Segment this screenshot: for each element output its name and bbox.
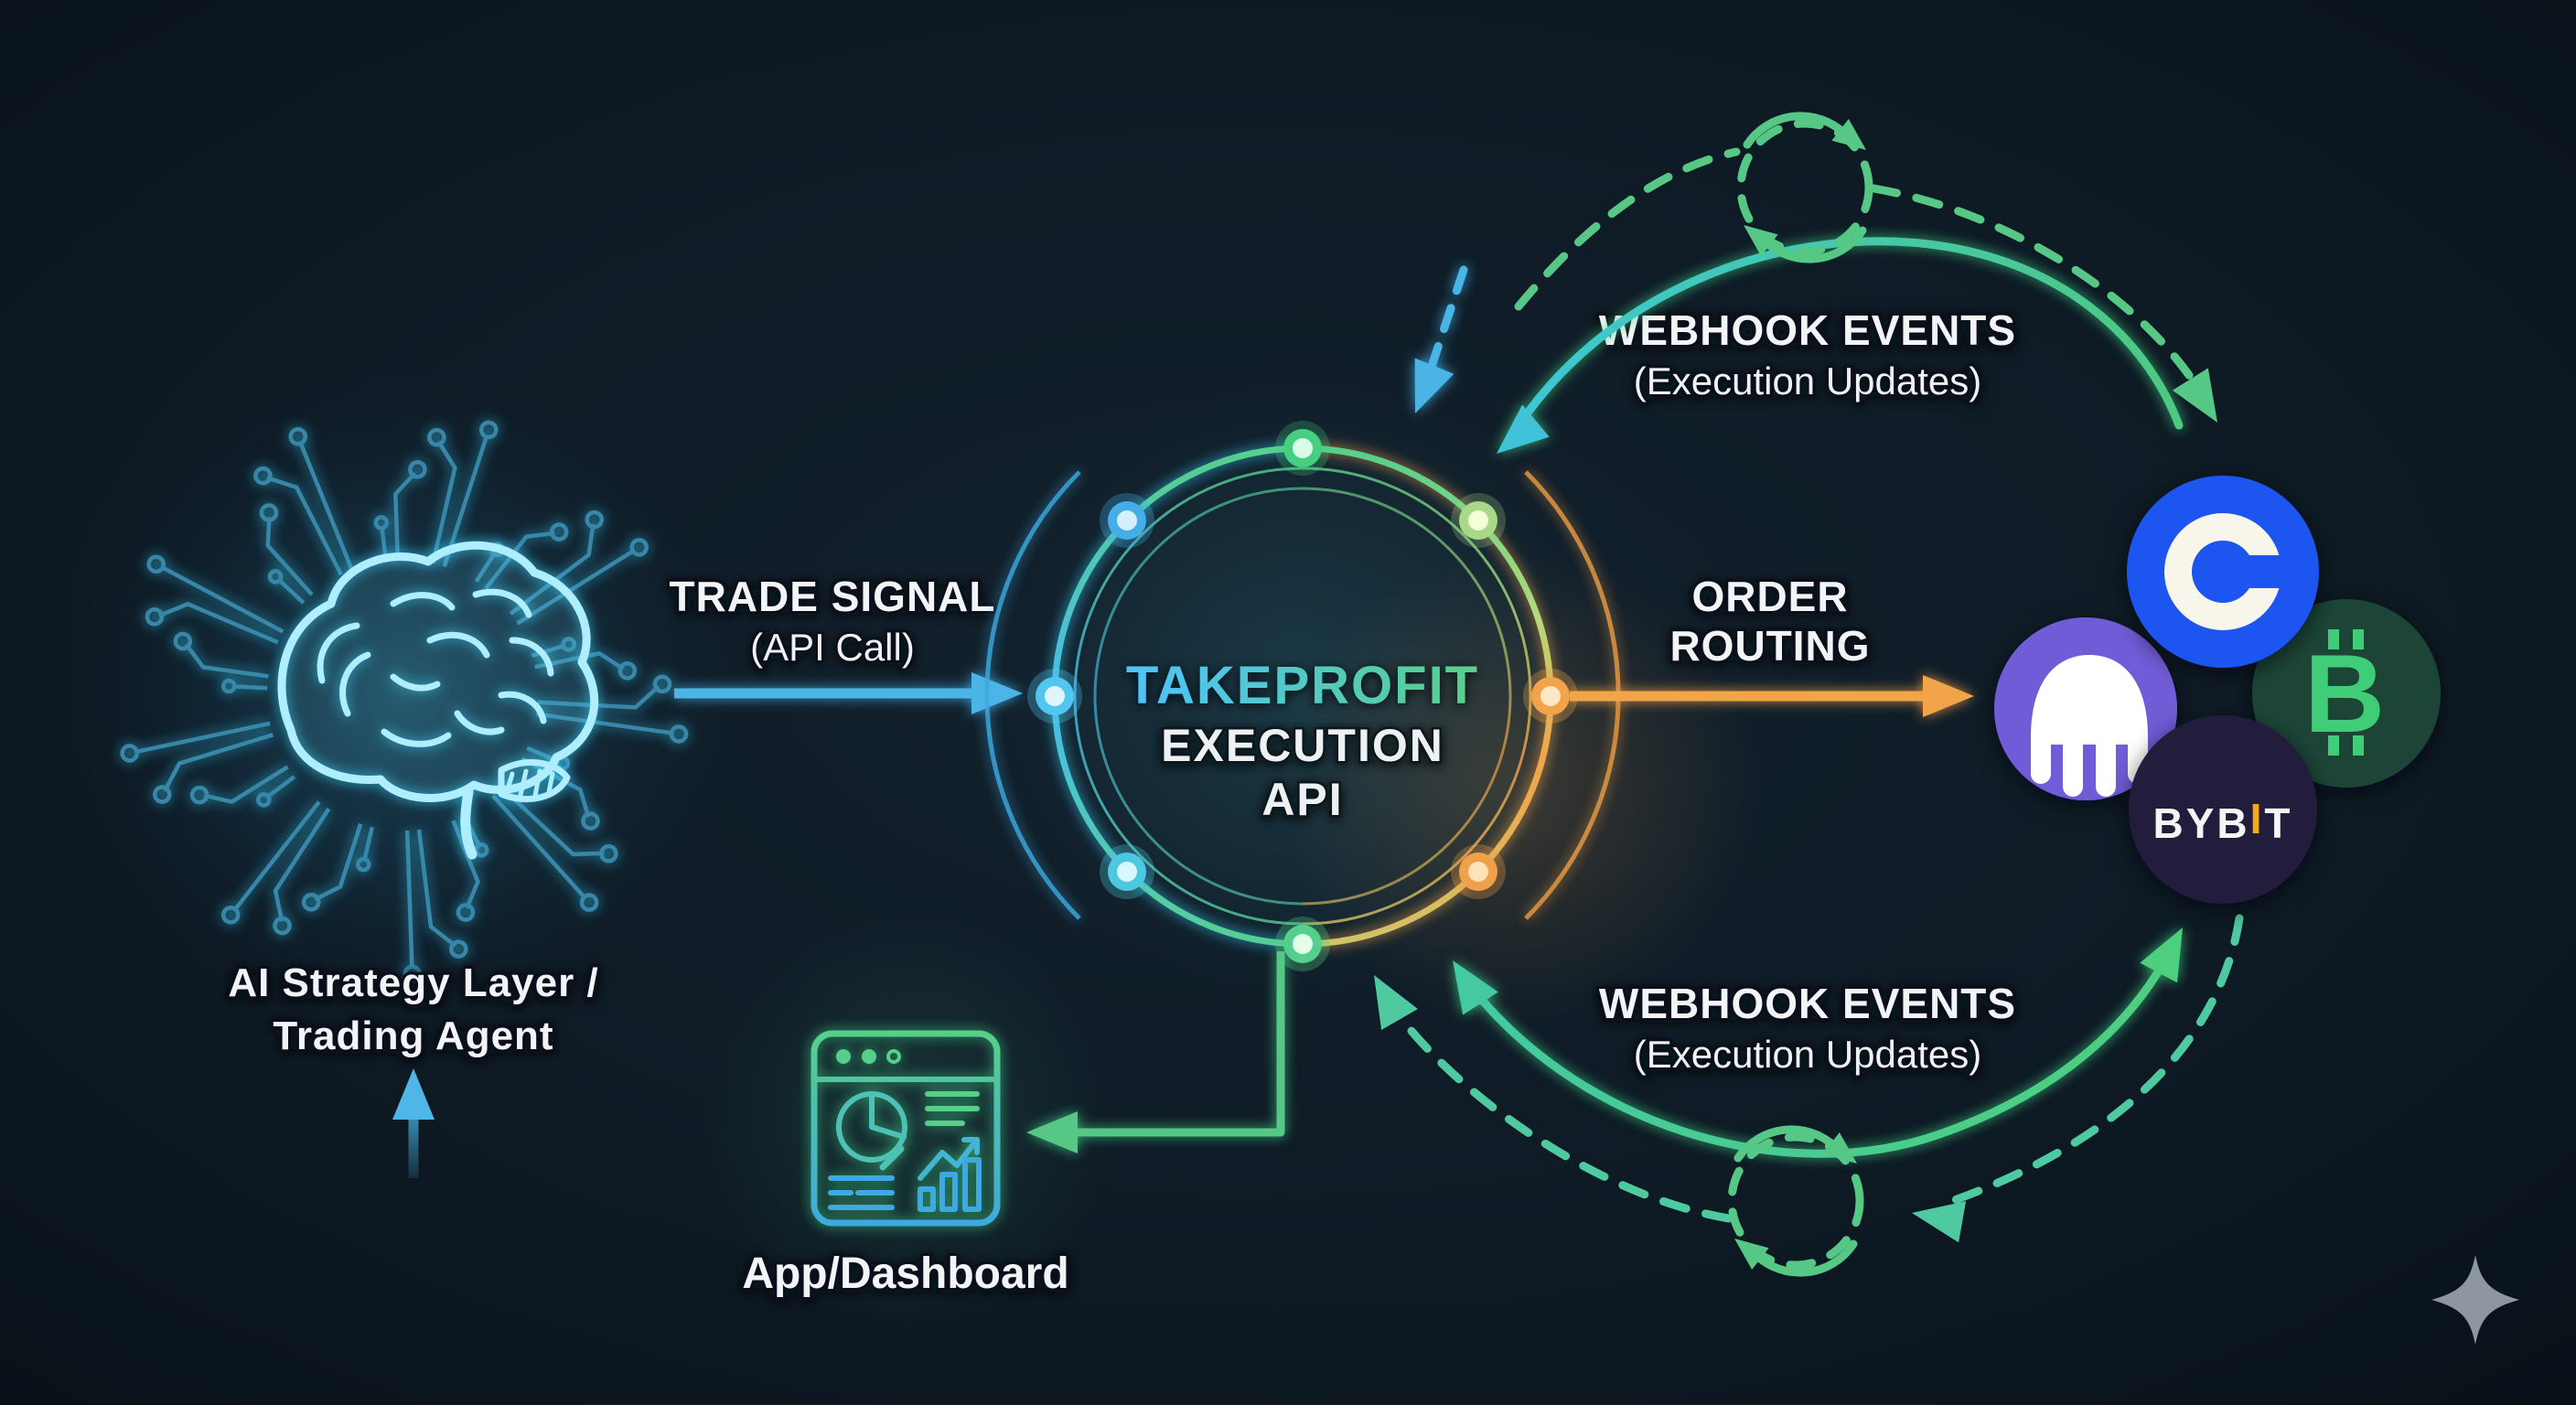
webhook-bottom-flows <box>1356 914 2244 1277</box>
ring-node <box>1100 844 1154 899</box>
left-paren-arc <box>984 470 1081 920</box>
bitcoin-bars <box>2328 629 2364 756</box>
coinbase-logo <box>2127 476 2319 668</box>
text-lines-glyph <box>925 1091 980 1126</box>
ring-node <box>1027 669 1082 724</box>
bybit-text-accent: I <box>2250 795 2265 842</box>
up-arrow-icon <box>392 1068 435 1178</box>
dashed-return-arrow <box>1356 914 2244 1243</box>
ai-label-line2: Trading Agent <box>273 1014 553 1058</box>
bybit-text-right: T <box>2264 799 2292 847</box>
pie-chart-glyph <box>836 1091 907 1171</box>
order-routing-arrow <box>1570 675 1974 717</box>
core-line3: API <box>1261 774 1343 825</box>
ring-nodes <box>1027 421 1578 971</box>
order-routing-label: ORDER ROUTING <box>1667 570 1872 672</box>
dashboard-connector-arrow <box>1026 951 1285 1153</box>
bybit-logo: BYBIT <box>2129 715 2317 904</box>
brain-outline <box>277 541 599 802</box>
order-routing-line2: ROUTING <box>1669 622 1870 670</box>
webhook-top-subtitle: (Execution Updates) <box>1634 359 1982 402</box>
trade-signal-arrow <box>674 672 1023 714</box>
webhook-top-title: WEBHOOK EVENTS <box>1599 306 2016 354</box>
trend-arrow-glyph <box>918 1137 980 1181</box>
sync-loop-icon <box>1734 112 1875 263</box>
dashed-blue-return-arrow <box>1395 265 1468 422</box>
ai-label-line1: AI Strategy Layer / <box>228 960 598 1005</box>
brain-icon <box>277 541 599 860</box>
ring-node <box>1523 669 1578 724</box>
brain-circuit-icon <box>121 421 687 981</box>
sync-loop-icon <box>1725 1125 1866 1277</box>
ring-node <box>1275 421 1330 476</box>
bybit-text-left: BYB <box>2152 799 2249 847</box>
ring-node <box>1451 844 1506 899</box>
kraken-logo <box>1994 617 2177 800</box>
dashboard-icon <box>810 1030 1001 1227</box>
window-dot <box>862 1049 876 1064</box>
webhook-top-label: WEBHOOK EVENTS (Execution Updates) <box>1596 304 2018 405</box>
bottom-lines-glyph <box>828 1175 895 1210</box>
webhook-top-flows <box>1395 112 2236 470</box>
trade-signal-label: TRADE SIGNAL (API Call) <box>667 570 998 671</box>
webhook-bottom-title: WEBHOOK EVENTS <box>1599 980 2016 1027</box>
dashed-outbound-arrow <box>1514 147 2236 434</box>
exchange-cluster: B BYBIT <box>1994 476 2441 904</box>
api-core-ring: TAKEPROFIT EXECUTION API <box>984 421 1621 971</box>
webhook-bottom-subtitle: (Execution Updates) <box>1634 1033 1982 1076</box>
cerebellum <box>498 759 571 803</box>
window-dot <box>836 1049 851 1064</box>
order-routing-line1: ORDER <box>1691 573 1848 620</box>
ai-label: AI Strategy Layer / Trading Agent <box>225 958 600 1061</box>
bar-chart-glyph <box>918 1157 982 1212</box>
ring-node <box>1451 493 1506 548</box>
orange-glow <box>1281 549 1756 1024</box>
solid-bidirectional-arrow <box>1434 917 2202 1158</box>
solid-return-arrow <box>1483 237 2184 470</box>
bitcoin-logo: B <box>2252 599 2441 788</box>
brainstem <box>460 787 478 860</box>
bitcoin-glyph: B <box>2304 631 2385 756</box>
window-dot <box>886 1049 901 1064</box>
trade-signal-subtitle: (API Call) <box>750 626 915 669</box>
core-line2: EXECUTION <box>1161 720 1444 771</box>
ring-node <box>1275 917 1330 971</box>
bybit-wordmark: BYBIT <box>2152 795 2292 847</box>
core-title: TAKEPROFIT <box>1126 656 1479 715</box>
trade-signal-title: TRADE SIGNAL <box>670 573 996 620</box>
sparkle-icon <box>2431 1255 2519 1345</box>
ring-node <box>1100 493 1154 548</box>
core-labels: TAKEPROFIT EXECUTION API <box>1126 656 1479 828</box>
webhook-bottom-label: WEBHOOK EVENTS (Execution Updates) <box>1596 977 2018 1078</box>
dashboard-label: App/Dashboard <box>742 1249 1068 1298</box>
